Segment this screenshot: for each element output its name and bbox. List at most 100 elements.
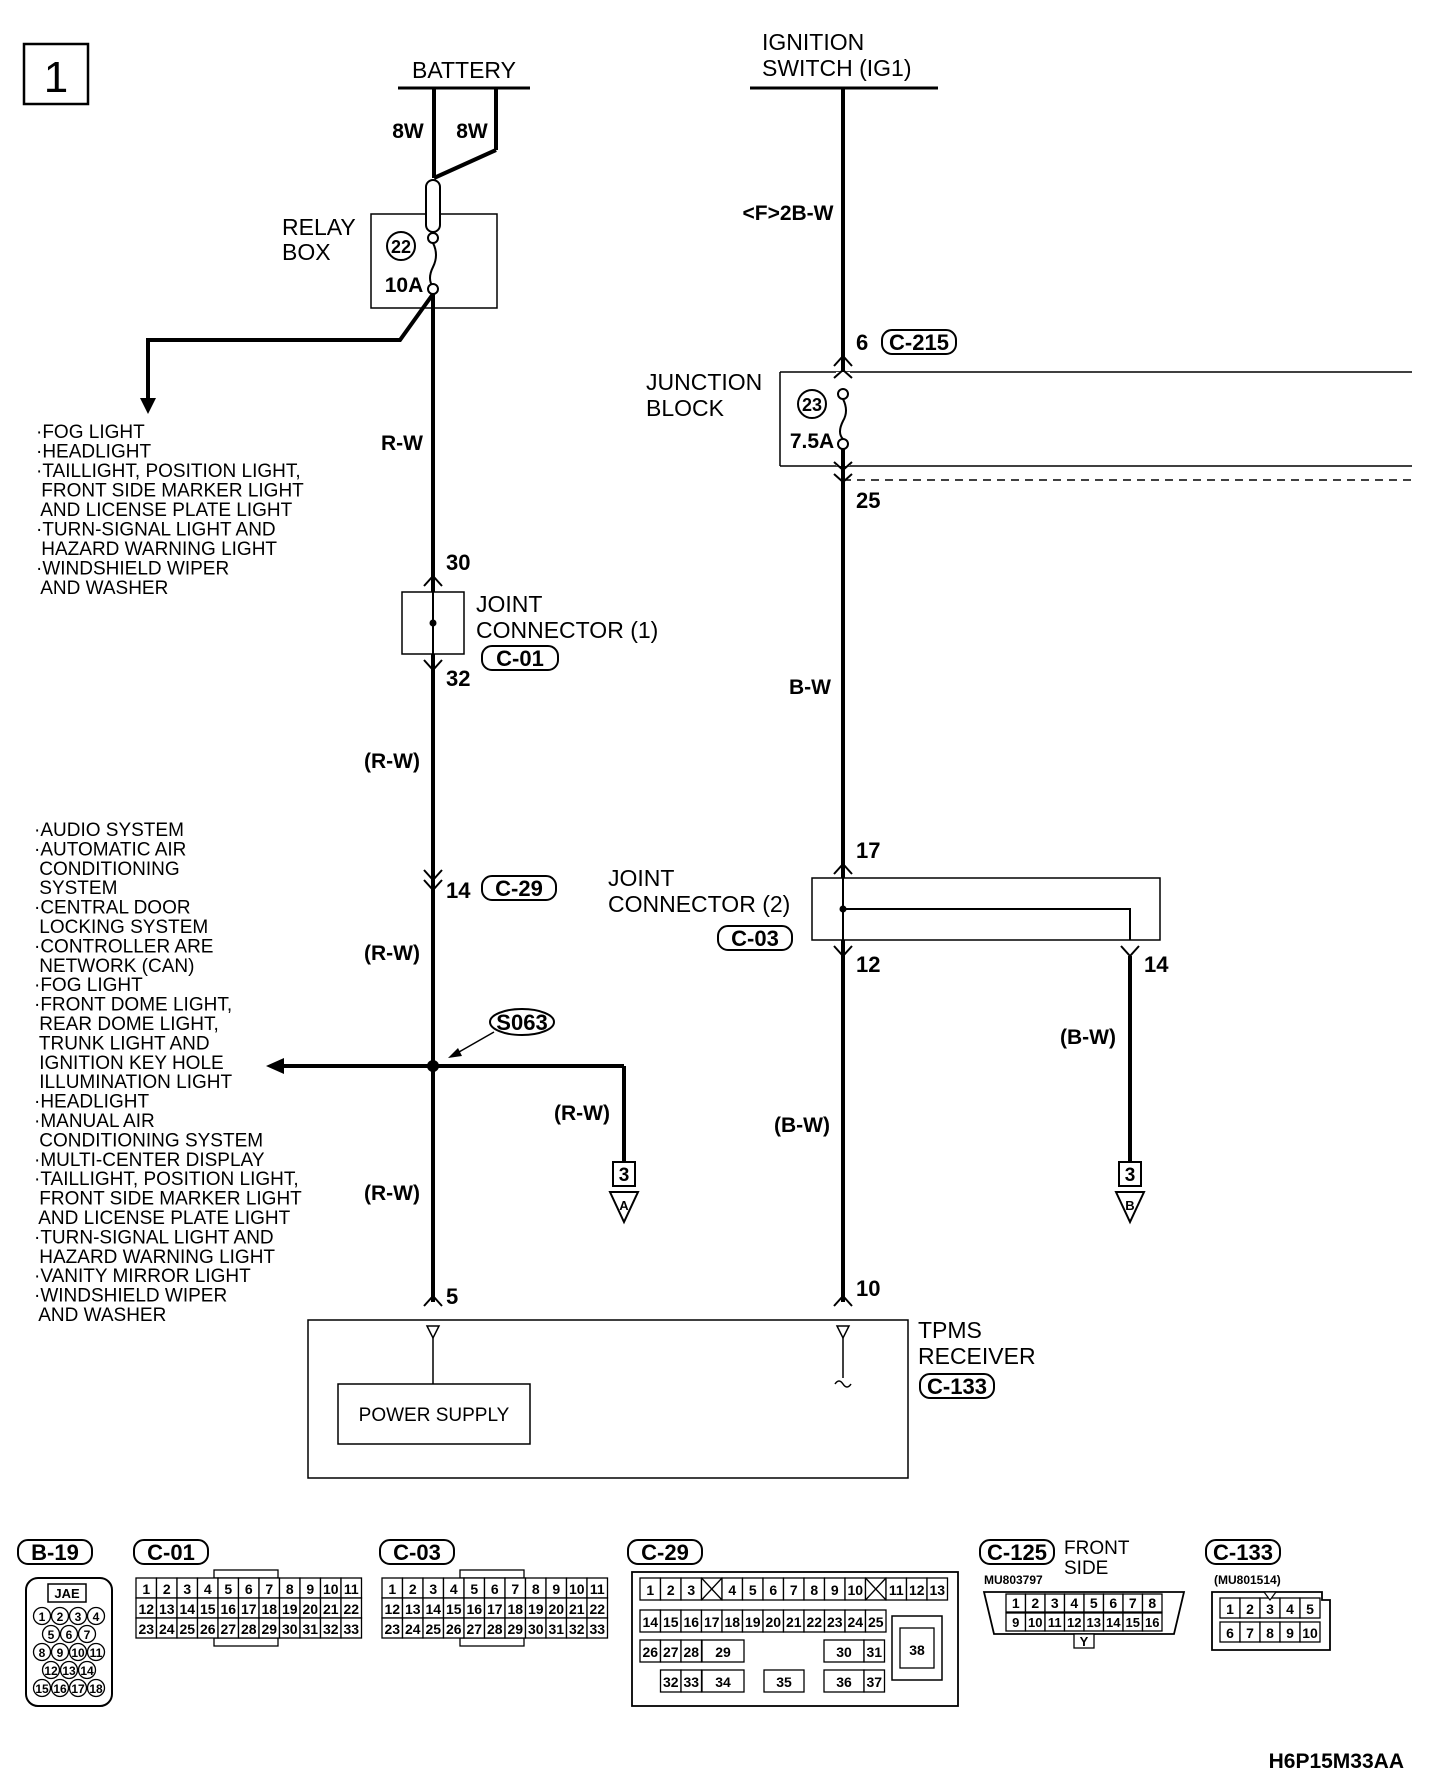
splice-list-item: ·WINDSHIELD WIPER: [34, 1286, 227, 1307]
c133-pin-label: 6: [1226, 1625, 1234, 1641]
c01-pin-label: 21: [323, 1601, 339, 1617]
c01-pin-label: 16: [220, 1601, 236, 1617]
relay-fuse-rating: 10A: [385, 274, 424, 297]
c29-pin-label: 24: [847, 1614, 863, 1630]
c133-part: (MU801514): [1214, 1573, 1281, 1587]
c01-pin-label: 19: [282, 1601, 298, 1617]
c03-pin-label: 14: [425, 1601, 441, 1617]
b19-pin-circle: [41, 1660, 61, 1680]
c01-pin-label: 33: [343, 1621, 359, 1637]
splice-list-item: ILLUMINATION LIGHT: [34, 1072, 233, 1093]
c29-pin-label: 26: [642, 1644, 658, 1660]
b19-pin-label: 18: [89, 1682, 103, 1696]
c03-name: C-03: [393, 1540, 441, 1565]
b19-pin-circle: [50, 1642, 70, 1662]
c01-pin-label: 25: [179, 1621, 195, 1637]
c29-pin-label: 31: [866, 1644, 882, 1660]
c01-pin-label: 2: [163, 1581, 171, 1597]
c133-pin-label: 3: [1266, 1601, 1274, 1617]
splice-list-item: ·TURN-SIGNAL LIGHT AND: [34, 1227, 274, 1248]
c125-pin-label: 1: [1012, 1595, 1020, 1611]
c29-pin-label: 28: [683, 1644, 699, 1660]
c29-pin-label: 8: [810, 1582, 818, 1598]
b19-pin-circle: [68, 1642, 88, 1662]
c125-pin-label: 5: [1090, 1595, 1098, 1611]
page-number: 1: [44, 53, 68, 102]
tpms-label-2: RECEIVER: [918, 1343, 1036, 1369]
c01-pin-label: 12: [138, 1601, 154, 1617]
c133-pin-label: 2: [1246, 1601, 1254, 1617]
page-ref-b-letter: B: [1125, 1198, 1134, 1213]
c29-pin-label: 22: [806, 1614, 822, 1630]
c01-pin-label: 26: [200, 1621, 216, 1637]
jc1-connector: C-01: [496, 646, 544, 671]
c125-pin-label: 9: [1012, 1615, 1019, 1630]
jc2-connector: C-03: [731, 926, 779, 951]
c29-pin-label: 27: [663, 1644, 679, 1660]
c01-pin-label: 9: [306, 1581, 314, 1597]
c03-pin-label: 21: [569, 1601, 585, 1617]
c125-pin-label: 15: [1126, 1615, 1140, 1630]
splice-list-item: AND LICENSE PLATE LIGHT: [34, 1208, 291, 1229]
b19-pin-label: 14: [80, 1664, 94, 1678]
jb-label-1: JUNCTION: [646, 369, 762, 395]
ignition-wire: <F>2B-W: [742, 202, 833, 225]
b19-pin-circle: [59, 1660, 79, 1680]
jc1-pin-out: 32: [446, 666, 470, 691]
c01-pin-label: 7: [265, 1581, 273, 1597]
c125-pin-label: 6: [1109, 1595, 1117, 1611]
fog-list-item: AND LICENSE PLATE LIGHT: [36, 500, 293, 521]
fog-list-item: ·TURN-SIGNAL LIGHT AND: [36, 520, 276, 541]
c03-pin-label: 12: [384, 1601, 400, 1617]
b19-pin-label: 10: [71, 1646, 85, 1660]
c29-pin-label: 9: [831, 1582, 839, 1598]
battery-label: BATTERY: [412, 57, 516, 83]
tpms-label-1: TPMS: [918, 1317, 982, 1343]
c125-pin-label: 7: [1129, 1595, 1137, 1611]
splice-list-item: ·AUDIO SYSTEM: [34, 820, 184, 841]
c01-name: C-01: [147, 1540, 195, 1565]
b19-pin-circle: [77, 1660, 97, 1680]
splice-list-item: IGNITION KEY HOLE: [34, 1053, 224, 1074]
splice-list-item: CONDITIONING SYSTEM: [34, 1130, 263, 1151]
c03-pin-label: 30: [528, 1621, 544, 1637]
c29-pin-label: 23: [827, 1614, 843, 1630]
splice-list-item: ·MULTI-CENTER DISPLAY: [34, 1150, 265, 1171]
wire-label-rw-branch: (R-W): [554, 1102, 610, 1125]
c125-pin-label: 14: [1106, 1615, 1121, 1630]
c29-pin-label: 19: [745, 1614, 761, 1630]
b19-pin-label: 4: [93, 1610, 100, 1624]
c03-pin-label: 32: [569, 1621, 585, 1637]
b19-pin-label: 12: [44, 1664, 58, 1678]
wire-label-rw2: (R-W): [364, 750, 420, 773]
c01-pin-label: 6: [245, 1581, 253, 1597]
splice-list-item: CONDITIONING: [34, 859, 180, 880]
c29-pin-label: 37: [866, 1674, 882, 1690]
splice-list-item: SYSTEM: [34, 878, 117, 899]
c03-pin-label: 3: [429, 1581, 437, 1597]
fog-branch-list: ·FOG LIGHT·HEADLIGHT·TAILLIGHT, POSITION…: [36, 422, 304, 599]
c01-pin-label: 17: [241, 1601, 257, 1617]
c133-name: C-133: [1213, 1540, 1273, 1565]
c29-connector: C-29: [495, 876, 543, 901]
wire-label-bw1: B-W: [789, 676, 831, 699]
jc2-label-2: CONNECTOR (2): [608, 891, 790, 917]
c03-pin-cell: [586, 1617, 609, 1639]
b19-pin-circle: [68, 1678, 88, 1698]
b19-pin-circle: [86, 1606, 106, 1626]
c29-pin-label: 15: [663, 1614, 679, 1630]
c29-pin-label: 13: [929, 1582, 945, 1598]
battery-wire-left: 8W: [392, 120, 424, 143]
c133-pin-label: 5: [1306, 1601, 1314, 1617]
c03-pin-label: 13: [405, 1601, 421, 1617]
splice-list-item: ·TAILLIGHT, POSITION LIGHT,: [34, 1169, 299, 1190]
c29-pin-label: 11: [889, 1582, 904, 1598]
splice-list-item: ·FRONT DOME LIGHT,: [34, 995, 232, 1016]
fog-list-item: ·WINDSHIELD WIPER: [36, 559, 229, 580]
jc2-label-1: JOINT: [608, 865, 674, 891]
tpms-pin-left: 5: [446, 1284, 458, 1309]
wire-label-rw3: (R-W): [364, 942, 420, 965]
jc1-label-1: JOINT: [476, 591, 542, 617]
